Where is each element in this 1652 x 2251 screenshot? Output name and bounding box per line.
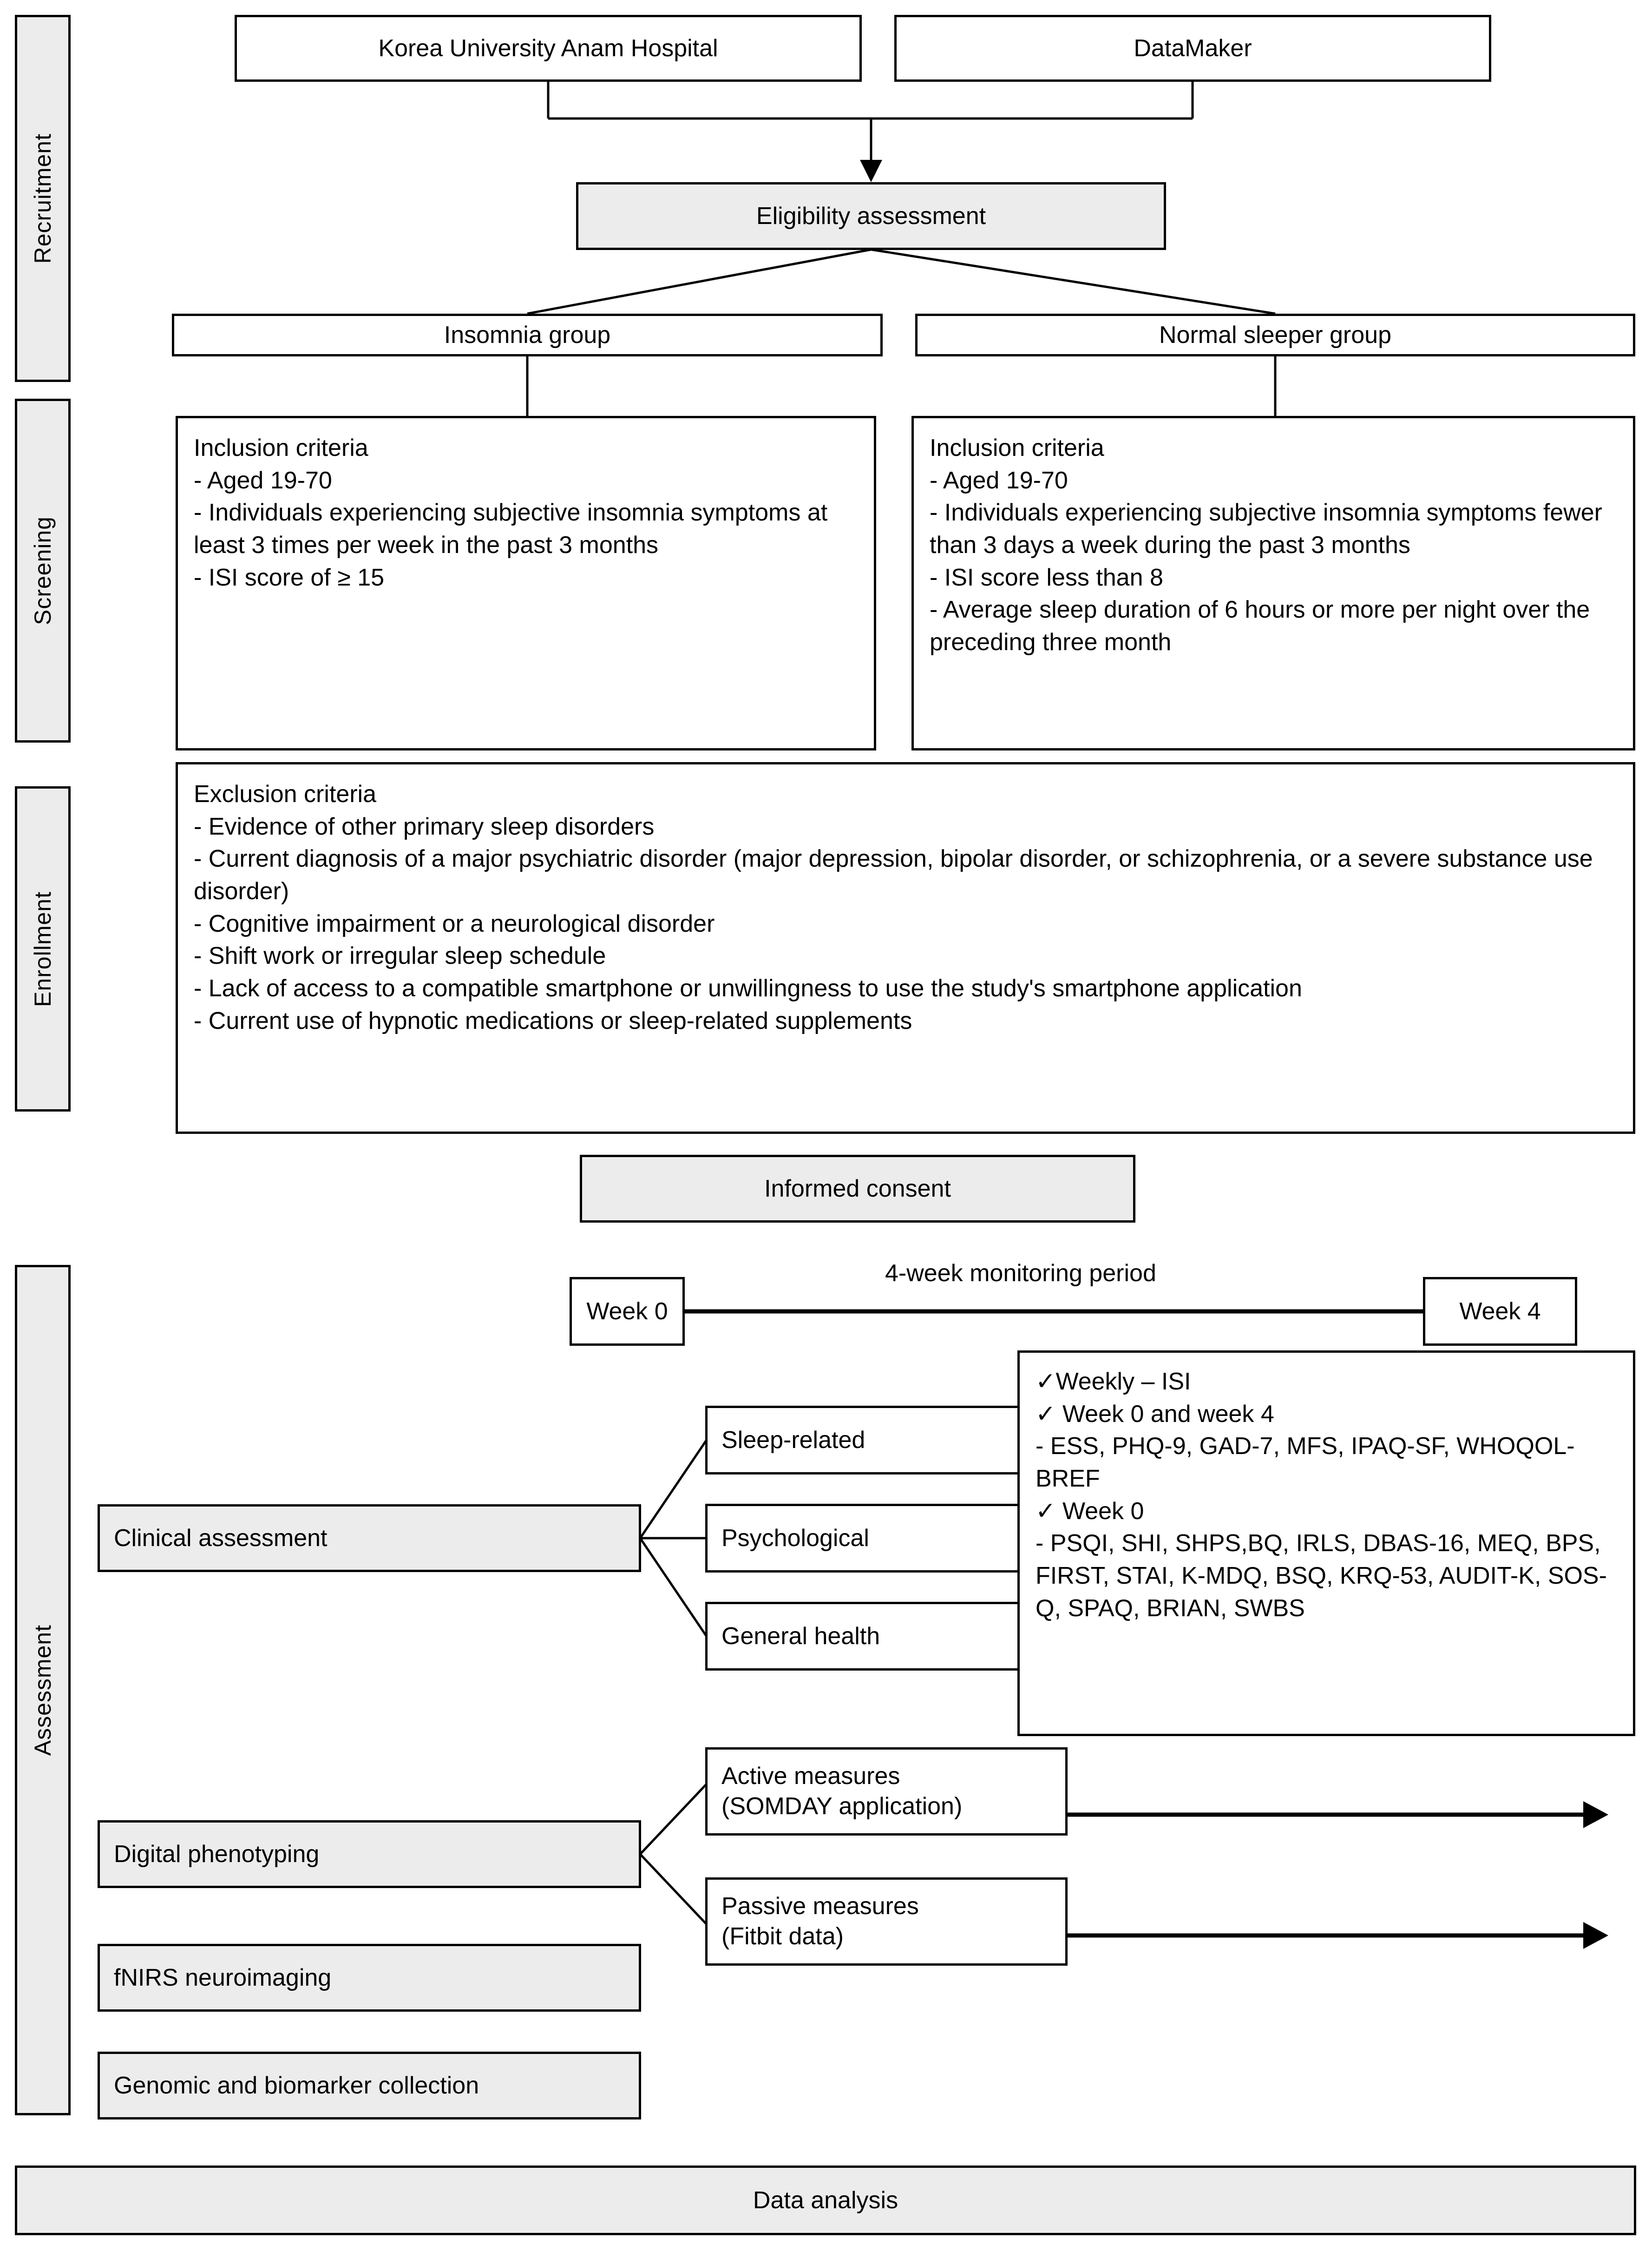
source-box-hospital[interactable]: Korea University Anam Hospital bbox=[235, 15, 862, 82]
phase-rail-recruitment: Recruitment bbox=[15, 15, 71, 382]
digital-phenotyping-label: Digital phenotyping bbox=[114, 1840, 320, 1868]
informed-consent-box[interactable]: Informed consent bbox=[580, 1155, 1135, 1223]
source-box-datamaker[interactable]: DataMaker bbox=[894, 15, 1491, 82]
inclusion-criteria-insomnia: Inclusion criteria - Aged 19-70 - Indivi… bbox=[176, 416, 876, 750]
passive-measures-box[interactable]: Passive measures (Fitbit data) bbox=[705, 1877, 1068, 1966]
monitoring-period-label: 4-week monitoring period bbox=[885, 1260, 1156, 1287]
passive-measures-label: Passive measures (Fitbit data) bbox=[721, 1893, 919, 1950]
inclusion-normal-text: Inclusion criteria - Aged 19-70 - Indivi… bbox=[930, 434, 1602, 656]
clinical-child-label-2: General health bbox=[721, 1622, 880, 1650]
eligibility-assessment-box[interactable]: Eligibility assessment bbox=[576, 182, 1166, 250]
phase-rail-screening: Screening bbox=[15, 399, 71, 743]
inclusion-criteria-normal-sleeper: Inclusion criteria - Aged 19-70 - Indivi… bbox=[911, 416, 1635, 750]
clinical-child-sleep-related[interactable]: Sleep-related bbox=[705, 1406, 1063, 1474]
clinical-assessment-label: Clinical assessment bbox=[114, 1524, 328, 1552]
week-0-box[interactable]: Week 0 bbox=[570, 1277, 685, 1346]
week-4-label: Week 4 bbox=[1459, 1297, 1541, 1325]
assessment-instruments-text: ✓Weekly – ISI ✓ Week 0 and week 4 - ESS,… bbox=[1036, 1368, 1607, 1622]
phase-rail-assessment: Assessment bbox=[15, 1265, 71, 2115]
informed-consent-label: Informed consent bbox=[764, 1175, 951, 1202]
group-box-insomnia[interactable]: Insomnia group bbox=[172, 314, 883, 356]
exclusion-criteria-text: Exclusion criteria - Evidence of other p… bbox=[194, 781, 1593, 1034]
fnirs-neuroimaging-box[interactable]: fNIRS neuroimaging bbox=[98, 1944, 641, 2012]
clinical-child-general-health[interactable]: General health bbox=[705, 1602, 1063, 1671]
active-measures-label: Active measures (SOMDAY application) bbox=[721, 1763, 963, 1820]
data-analysis-label: Data analysis bbox=[753, 2186, 898, 2214]
digital-phenotyping-box[interactable]: Digital phenotyping bbox=[98, 1820, 641, 1888]
clinical-child-label-0: Sleep-related bbox=[721, 1426, 865, 1454]
clinical-assessment-box[interactable]: Clinical assessment bbox=[98, 1504, 641, 1572]
data-analysis-box[interactable]: Data analysis bbox=[15, 2165, 1636, 2235]
phase-label-recruitment: Recruitment bbox=[30, 133, 56, 264]
inclusion-insomnia-text: Inclusion criteria - Aged 19-70 - Indivi… bbox=[194, 434, 828, 591]
phase-label-enrollment: Enrollment bbox=[30, 891, 56, 1007]
genomic-biomarker-box[interactable]: Genomic and biomarker collection bbox=[98, 2052, 641, 2119]
phase-rail-enrollment: Enrollment bbox=[15, 786, 71, 1112]
clinical-child-psychological[interactable]: Psychological bbox=[705, 1504, 1063, 1573]
fnirs-label: fNIRS neuroimaging bbox=[114, 1964, 332, 1991]
week-4-box[interactable]: Week 4 bbox=[1423, 1277, 1577, 1346]
eligibility-assessment-label: Eligibility assessment bbox=[756, 202, 986, 230]
week-0-label: Week 0 bbox=[586, 1297, 668, 1325]
active-measures-box[interactable]: Active measures (SOMDAY application) bbox=[705, 1747, 1068, 1836]
group-normal-label: Normal sleeper group bbox=[1159, 321, 1392, 349]
phase-label-screening: Screening bbox=[30, 516, 56, 625]
exclusion-criteria-box: Exclusion criteria - Evidence of other p… bbox=[176, 762, 1635, 1134]
group-box-normal-sleeper[interactable]: Normal sleeper group bbox=[915, 314, 1635, 356]
group-insomnia-label: Insomnia group bbox=[444, 321, 611, 349]
phase-label-assessment: Assessment bbox=[30, 1624, 56, 1756]
clinical-child-label-1: Psychological bbox=[721, 1524, 869, 1552]
assessment-instruments-panel: ✓Weekly – ISI ✓ Week 0 and week 4 - ESS,… bbox=[1017, 1350, 1635, 1736]
source-hospital-label: Korea University Anam Hospital bbox=[378, 34, 718, 62]
genomic-label: Genomic and biomarker collection bbox=[114, 2072, 479, 2099]
source-datamaker-label: DataMaker bbox=[1134, 34, 1252, 62]
